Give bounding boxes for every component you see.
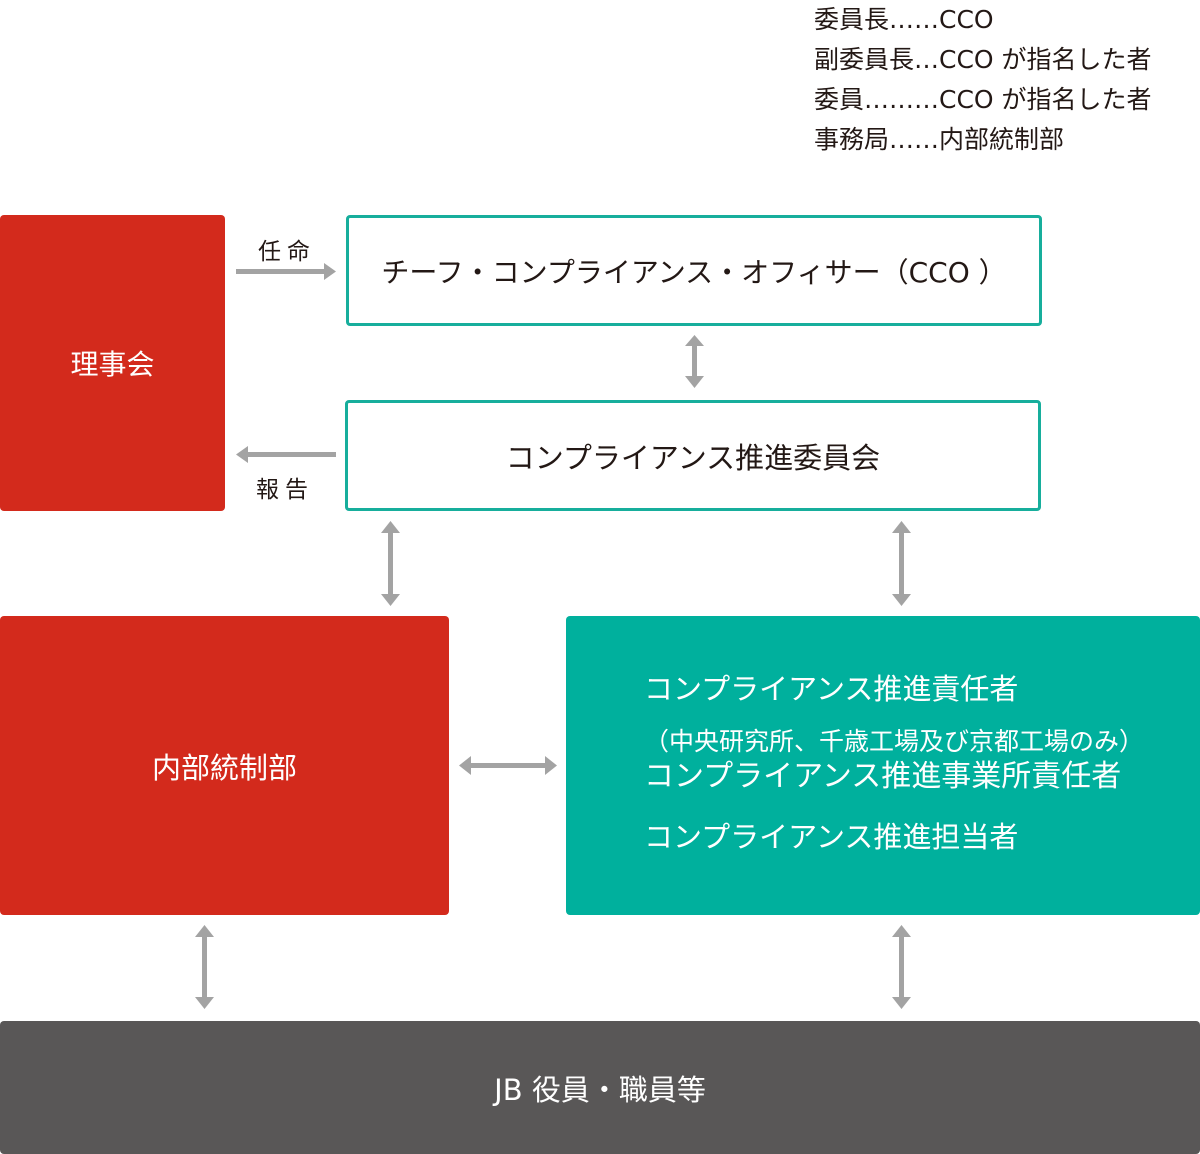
appoint-arrow bbox=[236, 263, 336, 280]
internal-control-label: 内部統制部 bbox=[151, 750, 297, 785]
legend-dots: …… bbox=[889, 5, 940, 34]
committee-internal-arrow bbox=[381, 521, 400, 606]
committee-promoters-arrow bbox=[892, 521, 911, 606]
board-label: 理事会 bbox=[70, 348, 155, 381]
promoter-scope-note: （中央研究所、千歳工場及び京都工場のみ） bbox=[644, 727, 1145, 756]
legend-dots: …… bbox=[889, 125, 940, 154]
legend-role: 委員 bbox=[814, 85, 865, 114]
board-of-directors-box: 理事会 bbox=[0, 215, 225, 511]
legend-value: CCO が指名した者 bbox=[939, 45, 1152, 74]
promoters-staff-arrow bbox=[892, 925, 911, 1009]
compliance-committee-box: コンプライアンス推進委員会 bbox=[345, 400, 1041, 511]
legend-row-chair: 委員長……CCO bbox=[814, 0, 1152, 40]
staff-box: JB 役員・職員等 bbox=[0, 1021, 1200, 1154]
compliance-promoters-box: コンプライアンス推進責任者 （中央研究所、千歳工場及び京都工場のみ） コンプライ… bbox=[566, 616, 1200, 915]
promoter-manager-label: コンプライアンス推進責任者 bbox=[644, 672, 1019, 706]
legend-dots: … bbox=[914, 45, 940, 74]
legend-value: CCO が指名した者 bbox=[939, 85, 1152, 114]
legend-value: CCO bbox=[939, 5, 994, 34]
internal-promoters-arrow bbox=[459, 756, 557, 775]
staff-label: JB 役員・職員等 bbox=[494, 1072, 706, 1107]
appoint-label: 任命 bbox=[258, 239, 316, 265]
cco-label: チーフ・コンプライアンス・オフィサー（CCO ） bbox=[381, 255, 1007, 289]
committee-legend: 委員長……CCO 副委員長…CCO が指名した者 委員………CCO が指名した者… bbox=[814, 0, 1152, 160]
legend-role: 副委員長 bbox=[814, 45, 915, 74]
cco-committee-arrow bbox=[685, 335, 704, 388]
promoter-site-manager-label: コンプライアンス推進事業所責任者 bbox=[644, 759, 1122, 794]
report-arrow bbox=[236, 446, 336, 463]
report-label: 報告 bbox=[256, 477, 314, 503]
internal-control-dept-box: 内部統制部 bbox=[0, 616, 449, 915]
legend-dots: ……… bbox=[864, 85, 940, 114]
cco-box: チーフ・コンプライアンス・オフィサー（CCO ） bbox=[346, 215, 1042, 326]
legend-row-secretariat: 事務局……内部統制部 bbox=[814, 120, 1152, 160]
legend-value: 内部統制部 bbox=[939, 125, 1065, 154]
legend-row-vice-chair: 副委員長…CCO が指名した者 bbox=[814, 40, 1152, 80]
promoter-staff-label: コンプライアンス推進担当者 bbox=[644, 820, 1019, 854]
legend-role: 事務局 bbox=[814, 125, 890, 154]
internal-staff-arrow bbox=[195, 925, 214, 1009]
legend-row-member: 委員………CCO が指名した者 bbox=[814, 80, 1152, 120]
legend-role: 委員長 bbox=[814, 5, 890, 34]
committee-label: コンプライアンス推進委員会 bbox=[505, 440, 881, 475]
